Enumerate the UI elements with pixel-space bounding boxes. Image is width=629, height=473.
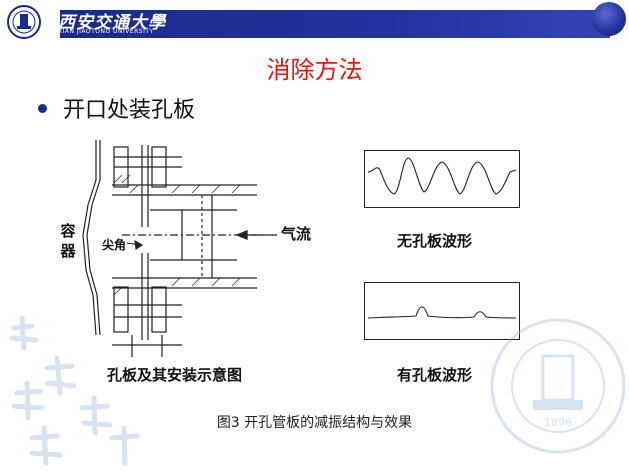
seal-year: 1896: [544, 416, 572, 429]
label-plate-diagram: 孔板及其安装示意图: [107, 366, 243, 384]
university-emblem-icon: [7, 5, 41, 39]
label-no-plate-wave: 无孔板波形: [397, 232, 473, 250]
logo-text: 西安交通大學: [58, 13, 166, 33]
bullet-text: 开口处装孔板: [63, 98, 196, 123]
logo-subtext: XIAN JIAOTONG UNIVERSITY: [58, 28, 154, 35]
header-band: [60, 10, 610, 38]
university-seal-watermark-icon: 1896: [490, 318, 626, 454]
orifice-plate-diagram: [82, 140, 277, 357]
figure-caption: 图3 开孔管板的减振结构与效果: [216, 415, 413, 431]
slide-title: 消除方法: [266, 56, 363, 84]
label-container: 容器: [60, 222, 76, 260]
bullet-dot-icon: [38, 103, 47, 113]
label-sharp-corner: 尖角: [102, 238, 127, 252]
bullet-item: 开口处装孔板: [38, 92, 195, 124]
label-airflow: 气流: [281, 225, 312, 243]
header-bar: 西安交通大學 XIAN JIAOTONG UNIVERSITY: [0, 0, 629, 40]
waveform-with-plate: [364, 282, 520, 340]
label-with-plate-wave: 有孔板波形: [397, 366, 473, 384]
calligraphy-watermark-icon: [9, 315, 140, 466]
header-end-cap: [592, 2, 626, 36]
waveform-without-plate: [364, 150, 520, 208]
